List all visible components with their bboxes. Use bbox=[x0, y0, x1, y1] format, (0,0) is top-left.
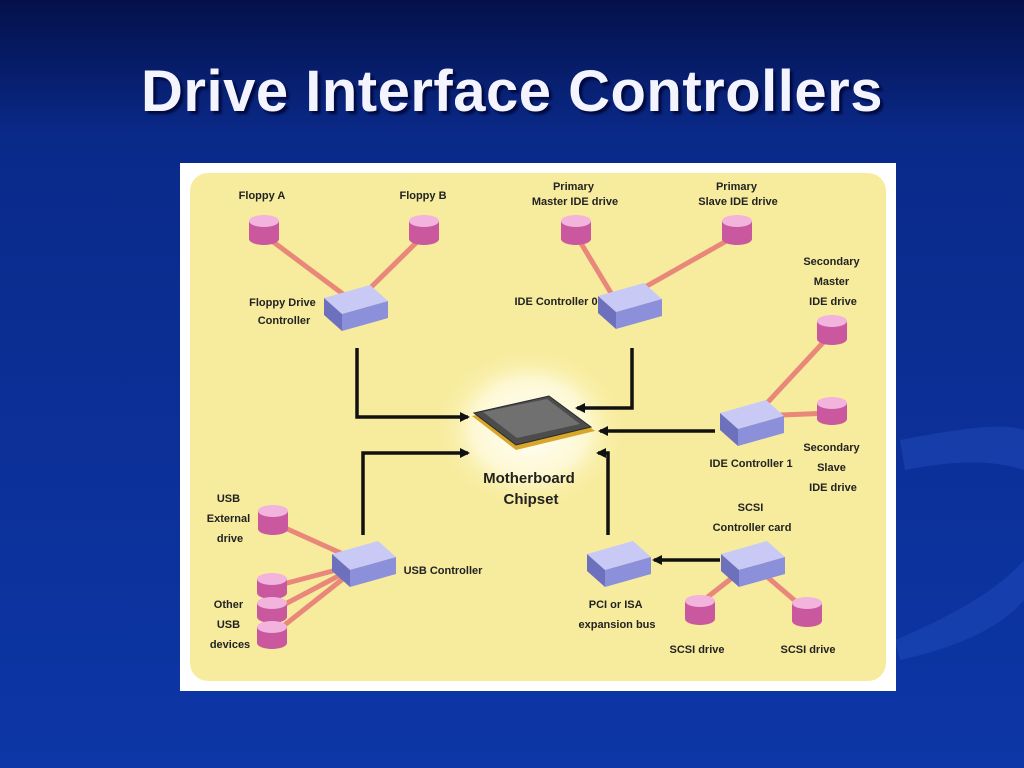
slide-title: Drive Interface Controllers bbox=[0, 58, 1024, 125]
secondary-slave-drive bbox=[817, 397, 847, 425]
scsi-drive-2 bbox=[792, 597, 822, 627]
diagram-panel: Floppy A Floppy B Floppy Drive Controlle… bbox=[180, 163, 896, 691]
usb-controller-label: USB Controller bbox=[404, 565, 484, 577]
primary-slave-drive bbox=[722, 215, 752, 245]
usb-external-drive bbox=[258, 505, 288, 535]
ide-controller-0-label: IDE Controller 0 bbox=[514, 296, 597, 308]
ide-controller-1-label: IDE Controller 1 bbox=[709, 458, 792, 470]
floppy-a-label: Floppy A bbox=[239, 190, 286, 202]
scsi-drive-2-label: SCSI drive bbox=[780, 644, 835, 656]
scsi-drive-1 bbox=[685, 595, 715, 625]
primary-master-drive bbox=[561, 215, 591, 245]
other-usb-device-1 bbox=[257, 573, 287, 599]
floppy-b-label: Floppy B bbox=[399, 190, 446, 202]
scsi-drive-1-label: SCSI drive bbox=[669, 644, 724, 656]
other-usb-device-2 bbox=[257, 597, 287, 623]
floppy-b-drive bbox=[409, 215, 439, 245]
secondary-master-drive bbox=[817, 315, 847, 345]
other-usb-device-3 bbox=[257, 621, 287, 649]
floppy-a-drive bbox=[249, 215, 279, 245]
